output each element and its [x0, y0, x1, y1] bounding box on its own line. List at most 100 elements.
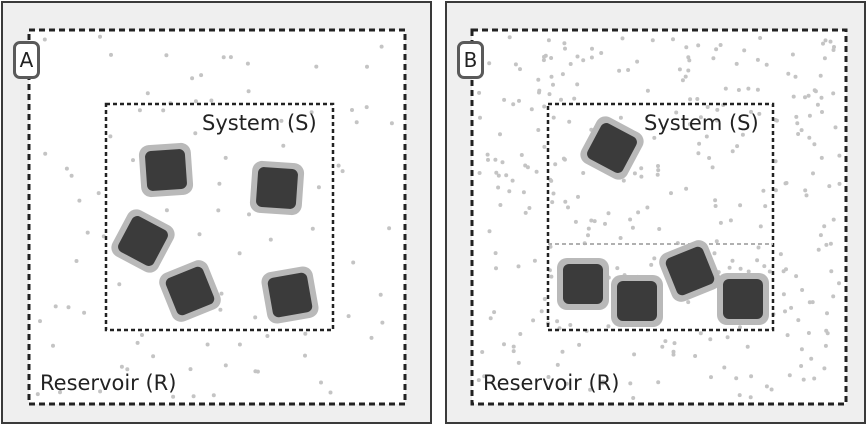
particle	[714, 239, 719, 244]
particle	[151, 354, 156, 359]
particle	[477, 171, 482, 175]
particle	[618, 236, 623, 240]
particle	[511, 349, 516, 354]
panel-b: B System (S) Reservoir (R)	[445, 1, 866, 424]
particle	[98, 389, 103, 394]
particle	[786, 71, 791, 76]
particle	[713, 204, 718, 208]
particle	[542, 144, 547, 149]
particle	[680, 78, 685, 83]
particle	[767, 269, 772, 274]
particle	[588, 387, 593, 392]
block	[249, 160, 305, 216]
particle	[218, 307, 223, 312]
particle	[663, 339, 668, 344]
particle	[787, 373, 792, 378]
particle	[745, 344, 750, 349]
particle	[800, 288, 805, 292]
particle	[738, 325, 742, 330]
particle	[365, 64, 369, 69]
particle	[709, 375, 713, 380]
particle	[742, 48, 747, 53]
particle	[350, 108, 354, 112]
particle	[722, 365, 727, 370]
particle	[563, 46, 567, 51]
particle	[493, 251, 498, 256]
particle	[516, 264, 521, 269]
particle	[618, 115, 623, 120]
particle	[69, 173, 74, 178]
particle	[559, 97, 563, 102]
particle	[832, 45, 836, 49]
particle	[494, 170, 499, 175]
particle	[764, 62, 769, 67]
particle	[590, 46, 594, 51]
particle	[828, 241, 833, 246]
particle	[253, 315, 258, 320]
particle	[547, 92, 552, 97]
particle	[718, 43, 723, 47]
particle	[652, 135, 657, 140]
particle	[686, 55, 691, 60]
particle	[536, 77, 541, 82]
particle	[819, 95, 824, 100]
particle	[628, 381, 633, 386]
particle	[228, 55, 233, 60]
particle	[117, 282, 122, 287]
particle	[620, 36, 625, 41]
particle	[746, 269, 751, 274]
particle	[821, 41, 825, 46]
particle	[125, 367, 130, 372]
particle	[795, 121, 800, 126]
particle	[511, 102, 516, 107]
particle	[379, 44, 384, 49]
particle	[831, 48, 836, 52]
particle	[655, 172, 660, 177]
particle	[336, 163, 341, 168]
particle	[488, 316, 493, 321]
particle	[303, 331, 308, 336]
particle	[757, 111, 762, 116]
particle	[504, 173, 509, 178]
particle	[577, 342, 582, 347]
particle	[74, 259, 79, 263]
particle	[223, 363, 228, 368]
particle	[487, 229, 492, 234]
block	[557, 258, 609, 310]
particle	[674, 110, 679, 115]
block	[659, 240, 721, 302]
particle	[684, 45, 689, 50]
particle	[799, 347, 804, 352]
particle	[671, 37, 675, 42]
reservoir-boundary	[470, 28, 848, 406]
particle	[837, 281, 841, 286]
particle	[632, 352, 637, 357]
particle	[728, 218, 733, 223]
particle	[518, 67, 522, 72]
particle	[736, 88, 741, 92]
particle	[781, 269, 786, 274]
particle	[131, 158, 135, 163]
particle	[485, 152, 490, 157]
particle	[576, 194, 580, 199]
particle	[749, 109, 753, 114]
particle	[615, 266, 620, 271]
particle	[636, 210, 641, 215]
particle	[510, 178, 515, 183]
blocks-group	[111, 142, 319, 324]
particle	[796, 132, 801, 136]
particle	[589, 55, 594, 60]
particle	[688, 97, 693, 102]
particle	[810, 300, 815, 305]
particle	[560, 72, 565, 77]
particle	[783, 309, 787, 314]
particle	[314, 64, 319, 69]
particle	[656, 164, 660, 168]
reservoir-boundary	[27, 28, 407, 406]
particle	[825, 311, 829, 316]
particle	[513, 62, 518, 67]
particle	[476, 378, 481, 383]
particle	[340, 169, 345, 174]
particle	[516, 360, 521, 365]
particle	[617, 68, 622, 73]
